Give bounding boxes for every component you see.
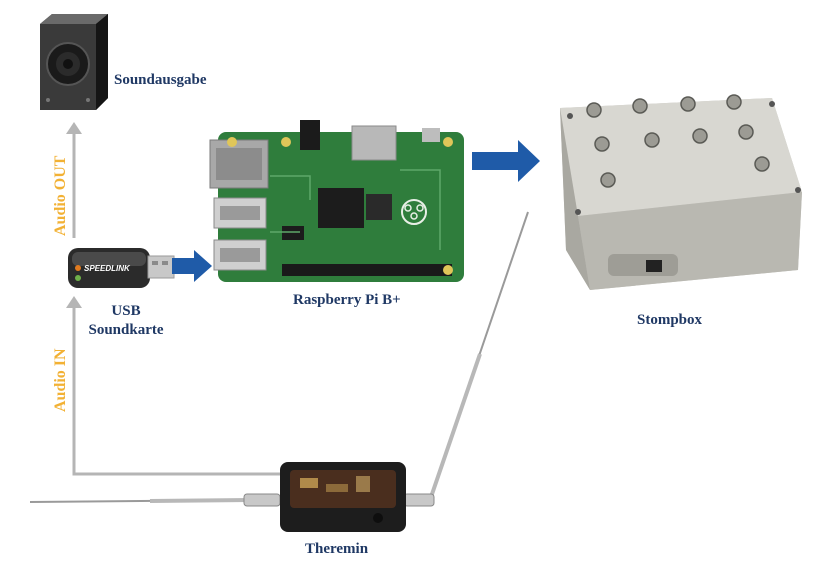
usb-label-line1: USB xyxy=(111,303,141,319)
stompbox-label: Stompbox xyxy=(637,312,703,328)
audio-in-label: Audio IN xyxy=(52,348,69,412)
raspberry-pi-board xyxy=(209,120,464,282)
theremin-image xyxy=(29,211,529,532)
audio-out-label: Audio OUT xyxy=(52,155,69,236)
usb-soundcard-image xyxy=(68,248,175,288)
usb-to-pi-arrow xyxy=(172,250,212,282)
usb-label-line2: Soundkarte xyxy=(88,322,164,338)
audio-out-arrow xyxy=(66,122,82,238)
theremin-label: Theremin xyxy=(305,541,369,557)
speaker-icon xyxy=(40,14,108,110)
raspberry-pi-label: Raspberry Pi B+ xyxy=(293,292,401,308)
usb-brand-label: SPEEDLINK xyxy=(84,264,130,273)
pi-to-stompbox-arrow xyxy=(472,140,540,182)
audio-in-arrow xyxy=(66,296,282,476)
speaker-label: Soundausgabe xyxy=(114,72,207,88)
stompbox-image xyxy=(560,94,802,290)
